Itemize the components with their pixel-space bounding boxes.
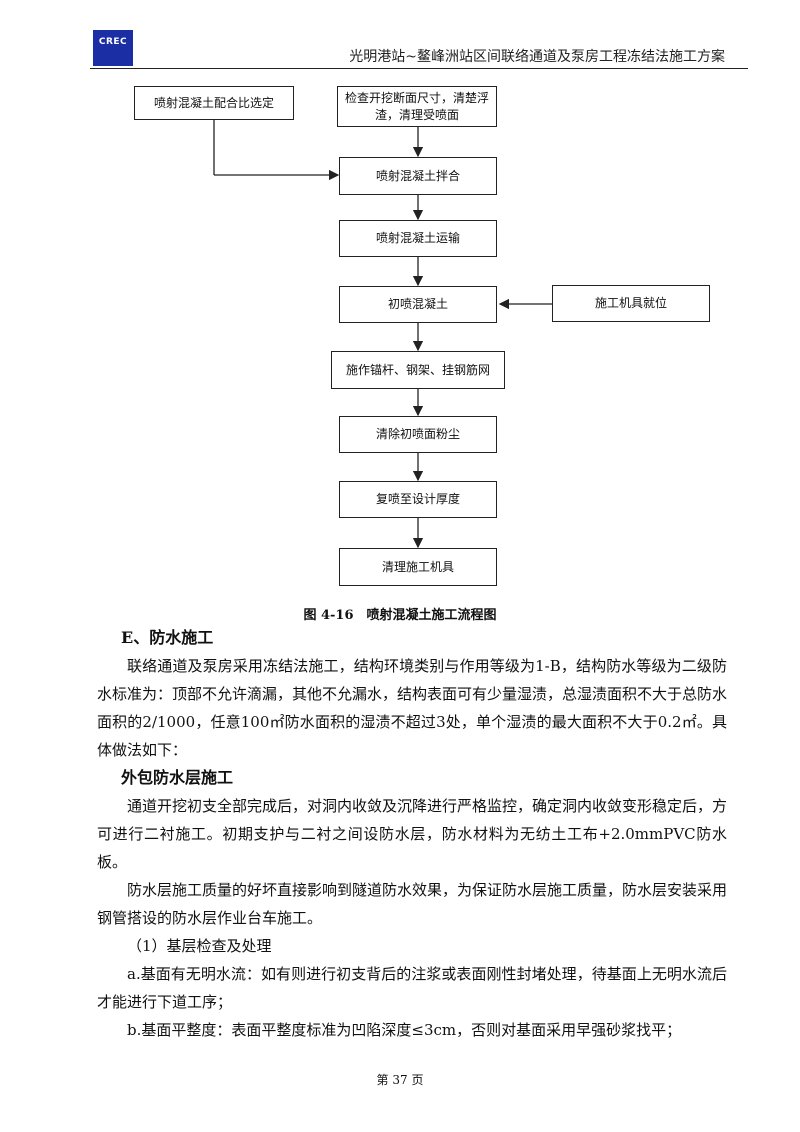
- list-item-b: b.基面平整度：表面平整度标准为凹陷深度≤3cm，否则对基面采用早强砂浆找平；: [127, 1021, 682, 1039]
- sub-heading: 外包防水层施工: [121, 768, 234, 787]
- page-number: 第 37 页: [376, 1073, 424, 1087]
- logo-text: CREC: [98, 37, 128, 47]
- header-title: 光明港站~鳌峰洲站区间联络通道及泵房工程冻结法施工方案: [349, 49, 725, 65]
- paragraph-1: 联络通道及泵房采用冻结法施工，结构环境类别与作用等级为1-B，结构防水等级为二级…: [97, 657, 728, 759]
- figure-caption: 图 4-16 喷射混凝土施工流程图: [303, 608, 497, 623]
- document-body: E、防水施工 联络通道及泵房采用冻结法施工，结构环境类别与作用等级为1-B，结构…: [97, 624, 727, 1044]
- flow-box-mix-ratio: 喷射混凝土配合比选定: [134, 86, 294, 120]
- flow-box-step-6: 复喷至设计厚度: [339, 481, 497, 518]
- flowchart-connectors: [213, 119, 552, 549]
- flow-box-step-3: 初喷混凝土: [339, 286, 497, 323]
- flow-box-step-4: 施作锚杆、钢架、挂钢筋网: [331, 351, 505, 389]
- flow-box-equipment: 施工机具就位: [552, 285, 710, 322]
- list-item-a: a.基面有无明水流：如有则进行初支背后的注浆或表面刚性封堵处理，待基面上无明水流…: [97, 965, 727, 1011]
- header-divider: [90, 68, 748, 69]
- flow-box-step-1: 喷射混凝土拌合: [339, 157, 497, 195]
- paragraph-3: 防水层施工质量的好坏直接影响到隧道防水效果，为保证防水层施工质量，防水层安装采用…: [97, 881, 728, 927]
- flow-box-step-5: 清除初喷面粉尘: [339, 416, 497, 453]
- section-heading-e: E、防水施工: [121, 628, 214, 647]
- company-logo: CREC: [93, 30, 133, 66]
- paragraph-2: 通道开挖初支全部完成后，对洞内收敛及沉降进行严格监控，确定洞内收敛变形稳定后，方…: [97, 797, 728, 871]
- list-item-1: （1）基层检查及处理: [127, 937, 272, 955]
- flow-box-check-surface: 检查开挖断面尺寸，清楚浮渣，清理受喷面: [337, 86, 497, 127]
- flow-box-step-2: 喷射混凝土运输: [339, 220, 497, 257]
- flow-box-step-7: 清理施工机具: [339, 548, 497, 586]
- flowchart: 喷射混凝土配合比选定 检查开挖断面尺寸，清楚浮渣，清理受喷面 喷射混凝土拌合 喷…: [134, 86, 710, 586]
